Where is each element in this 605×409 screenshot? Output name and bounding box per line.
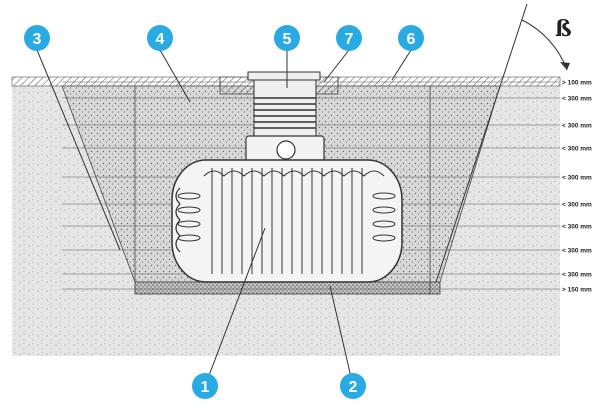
dimension-label: < 300 mm — [562, 272, 592, 279]
callout-number: 2 — [349, 379, 358, 396]
tank-body — [171, 159, 403, 283]
callout-3: 3 — [24, 25, 50, 51]
callout-leader-lines — [36, 49, 412, 387]
leader-6 — [391, 49, 412, 81]
surface-hatch-left — [11, 76, 221, 87]
leader-7 — [323, 49, 350, 83]
dimension-label: > 150 mm — [562, 287, 592, 294]
leader-3 — [36, 49, 121, 251]
dimension-label: < 300 mm — [562, 96, 592, 103]
callout-6: 6 — [398, 25, 424, 51]
leader-1 — [204, 227, 266, 387]
callout-5: 5 — [274, 25, 300, 51]
angle-symbol: ß — [555, 16, 572, 42]
tank-neck — [245, 135, 325, 165]
callouts: 1 2 3 4 5 6 7 — [24, 25, 424, 399]
leader-2 — [329, 285, 354, 387]
callout-number: 3 — [33, 31, 42, 48]
callout-number: 6 — [407, 31, 416, 48]
callout-1: 1 — [192, 373, 218, 399]
callout-2: 2 — [340, 373, 366, 399]
dimension-label: < 300 mm — [562, 146, 592, 153]
lid — [247, 71, 321, 81]
tank-side-coils-right — [372, 192, 396, 242]
leader-4 — [159, 49, 191, 103]
surface-hatch-right — [337, 76, 561, 87]
callout-number: 4 — [156, 31, 165, 48]
dimension-label: < 300 mm — [562, 224, 592, 231]
dimension-labels: > 100 mm < 300 mm < 300 mm < 300 mm < 300 mm… — [562, 80, 592, 294]
tank-side-coils-left — [175, 187, 201, 253]
gravel-bed — [134, 281, 441, 295]
tank-ribs — [203, 168, 385, 274]
dimension-label: < 300 mm — [562, 248, 592, 255]
callout-4: 4 — [147, 25, 173, 51]
callout-number: 7 — [345, 31, 354, 48]
dimension-label: < 300 mm — [562, 123, 592, 130]
callout-number: 1 — [201, 379, 210, 396]
dimension-label: < 300 mm — [562, 202, 592, 209]
dimension-label: < 300 mm — [562, 175, 592, 182]
callout-number: 5 — [283, 31, 292, 48]
shaft-extension — [253, 79, 317, 141]
angle-indicator: ß — [435, 3, 572, 283]
dimension-label: > 100 mm — [562, 80, 592, 87]
callout-7: 7 — [336, 25, 362, 51]
